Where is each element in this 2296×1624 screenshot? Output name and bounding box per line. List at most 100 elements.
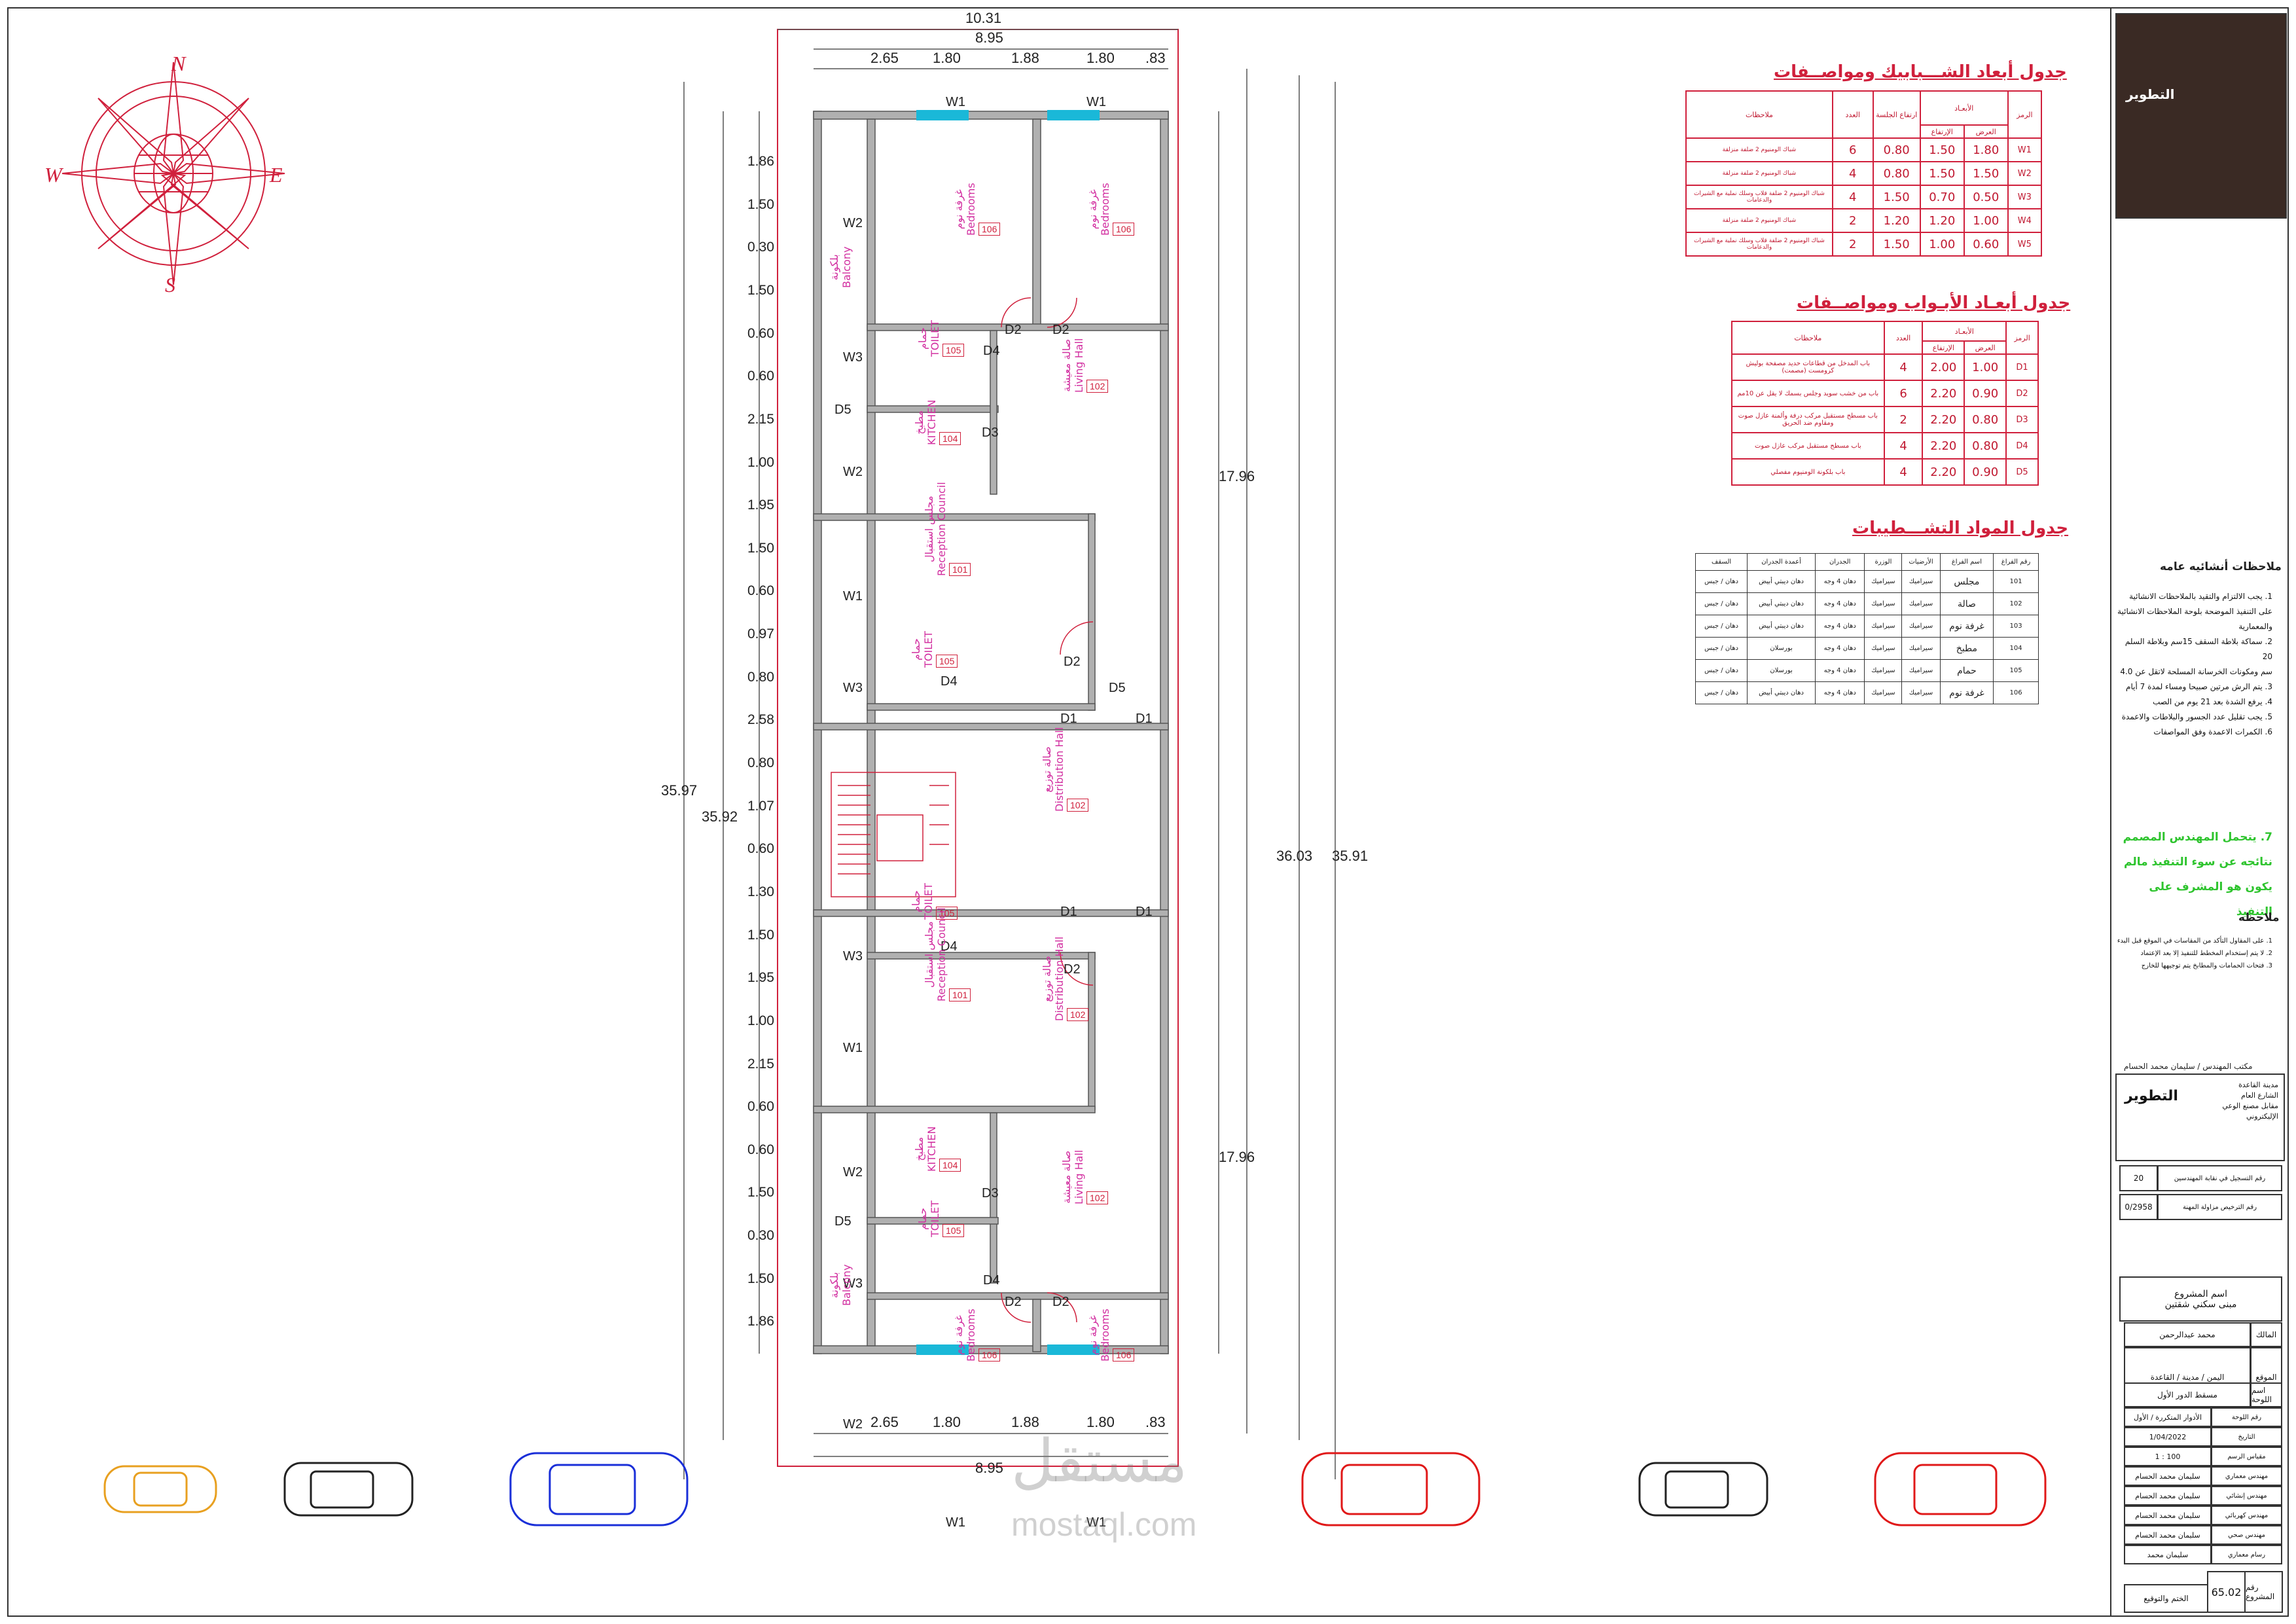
dt-symbol: D1	[2005, 353, 2039, 381]
room-name-en: Balcony	[840, 246, 853, 288]
window-tag: W1	[843, 1041, 863, 1055]
dim-left-segment: 0.80	[747, 669, 774, 685]
dt-symbol: D2	[2005, 380, 2039, 407]
ft-cell: سيراميك	[1864, 570, 1903, 593]
dim-left-segment: 1.50	[747, 1185, 774, 1200]
dt-notes: باب المدخل من قطاعات حديد مصفحة بوليش كر…	[1731, 353, 1885, 381]
office-address-line: مقابل مصنع الوعي	[2222, 1102, 2278, 1110]
door-tag: D4	[983, 1273, 1000, 1288]
room-name-en: Bedrooms	[1099, 183, 1111, 236]
general-note-item: 6. الكمرات الاعمدة وفق المواصفات	[2153, 727, 2272, 736]
door-tag: D3	[982, 425, 999, 440]
door-tag: D1	[1136, 905, 1153, 919]
dim-left-segment: 1.50	[747, 927, 774, 943]
wt-h-symbol: الرمز	[2007, 90, 2043, 139]
ft-cell: سيراميك	[1864, 592, 1903, 615]
room-name-ar: حمام	[916, 327, 929, 350]
wt-sill: 1.50	[1872, 232, 1921, 257]
general-note-item: 2. سماكة بلاطة السقف 15سم وبلاطة السلم 2…	[2125, 637, 2272, 661]
room-name-en: KITCHEN	[925, 399, 938, 445]
project-row-value: 1 : 100	[2124, 1447, 2212, 1466]
room-number: 101	[949, 988, 971, 1001]
car-orange	[103, 1465, 217, 1513]
project-row-value: الأدوار المتكررة / الأول	[2124, 1407, 2212, 1427]
dt-notes: باب من خشب سويد وجلس بسمك لا يقل عن 10مم	[1731, 380, 1885, 407]
dt-h-height: الإرتفاع	[1922, 340, 1965, 355]
project-row-label: مهندس معماري	[2211, 1466, 2282, 1486]
ft-cell: سيراميك	[1864, 681, 1903, 704]
room-name-ar: مجلس استقبال	[923, 921, 935, 988]
room-number: 105	[936, 907, 958, 920]
car-red-1	[1301, 1452, 1480, 1526]
wt-h-count: العدد	[1831, 90, 1874, 139]
room-name-ar: مطبخ	[913, 1136, 925, 1161]
window-tag: W2	[843, 1417, 863, 1432]
general-note-warning-line: 7. يتحمل المهندس المصمم	[2123, 831, 2272, 844]
room-name-en: Reception Council	[935, 907, 948, 1001]
doors-table-title: جدول أبعـاد الأبـواب ومواصــفات	[1797, 293, 2071, 313]
office-row-label: رقم الترخيص مزاولة المهنة	[2157, 1194, 2282, 1220]
dim-left-segment: 1.95	[747, 497, 774, 513]
ft-header: الجدران	[1814, 553, 1865, 571]
door-tag: D2	[1052, 323, 1069, 337]
wt-symbol: W4	[2007, 208, 2043, 233]
doors-table-row: باب مسطح مستقبل مركب درفة وألمنة عازل صو…	[1731, 406, 2039, 433]
car-blue	[509, 1452, 689, 1526]
dim-left-segment: 1.50	[747, 1271, 774, 1286]
door-tag: D5	[1109, 681, 1126, 695]
door-tag: D2	[1005, 1295, 1022, 1309]
room-name-ar: صالة معيشة	[1060, 338, 1073, 392]
walls	[813, 111, 1169, 1354]
dt-symbol: D5	[2005, 458, 2039, 486]
general-note-warning-line: نتائجه عن سوء التنفيذ مالم	[2123, 856, 2272, 869]
room-name-en: TOILET	[929, 320, 941, 357]
office-row-value: 20	[2119, 1165, 2158, 1191]
dim-left-segment: 1.00	[747, 1013, 774, 1028]
ft-cell: دهان / جبس	[1695, 659, 1748, 682]
office-row-value: 0/2958	[2119, 1194, 2158, 1220]
room-name-en: TOILET	[929, 1200, 941, 1237]
room-number: 104	[939, 432, 961, 445]
dim-left-segment: 1.50	[747, 282, 774, 298]
ft-cell: غرفة نوم	[1939, 681, 1994, 704]
doors-table-body: باب المدخل من قطاعات حديد مصفحة بوليش كر…	[1731, 353, 2039, 486]
dim-left-segment: 2.58	[747, 712, 774, 728]
car-black-1	[283, 1462, 414, 1517]
ft-cell: سيراميك	[1901, 615, 1941, 638]
ft-header: اسم الفراغ	[1939, 553, 1994, 571]
dim-left-b: 35.92	[702, 808, 738, 825]
room-number: 102	[1067, 799, 1089, 812]
wt-sill: 1.50	[1872, 185, 1921, 209]
remark-item: 3. فتحات الحمامات والمطابخ يتم توجيهها ل…	[2141, 962, 2272, 969]
dim-left-segment: 1.00	[747, 454, 774, 470]
window-tag: W2	[843, 216, 863, 230]
room-name-ar: غرفة نوم	[1086, 189, 1099, 230]
door-tag: D1	[1060, 905, 1077, 919]
wt-symbol: W3	[2007, 185, 2043, 209]
dt-height: 2.20	[1922, 380, 1965, 407]
dim-left-segment: 1.50	[747, 196, 774, 212]
dim-top-overall: 10.31	[965, 10, 1002, 26]
ft-cell: دهان / جبس	[1695, 637, 1748, 660]
project-row-label: رقم اللوحة	[2211, 1407, 2282, 1427]
room-name-en: Distribution Hall	[1053, 936, 1066, 1021]
compass-rose	[62, 62, 285, 285]
general-note-item: سم ومكونات الخرسانة المسلحة لاتقل عن 4.0	[2120, 667, 2272, 676]
room-name-en: KITCHEN	[925, 1126, 938, 1172]
project-name-box: اسم المشروع مبنى سكني شقتين	[2119, 1276, 2282, 1322]
wt-count: 4	[1831, 161, 1874, 186]
room-number: 104	[939, 1159, 961, 1172]
remark-title: ملاحظه	[2238, 911, 2280, 924]
door-tag: D4	[983, 344, 1000, 358]
windows-table-row: شباك الومنيوم 2 ضلفة قلاب وسلك نملية مع …	[1685, 185, 2043, 209]
